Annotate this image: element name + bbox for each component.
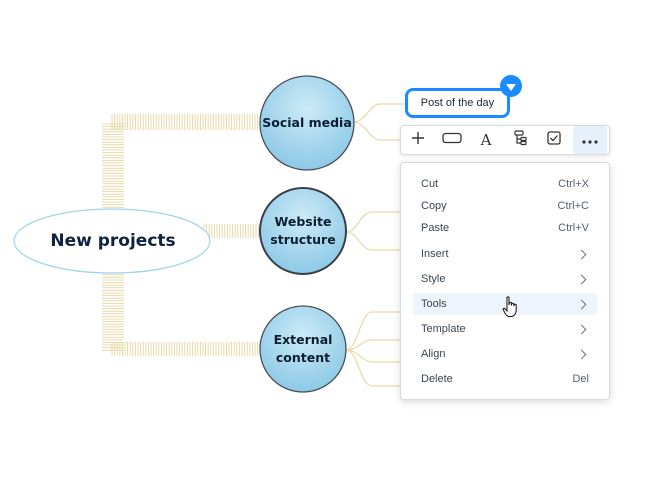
branch-node-external-content[interactable] xyxy=(259,305,347,393)
rectangle-shape-icon xyxy=(442,131,462,149)
menu-item-align[interactable]: Align xyxy=(413,343,597,365)
sub-connectors xyxy=(345,103,405,387)
node-toolbar: A xyxy=(400,125,610,155)
plus-icon xyxy=(411,131,425,150)
hand-cursor-icon xyxy=(502,296,518,323)
structure-button[interactable] xyxy=(503,126,537,154)
menu-item-label: Delete xyxy=(421,373,453,385)
text-format-button[interactable]: A xyxy=(469,126,503,154)
shape-button[interactable] xyxy=(435,126,469,154)
chevron-right-icon xyxy=(576,324,587,334)
root-node[interactable] xyxy=(13,208,211,274)
menu-item-template[interactable]: Template xyxy=(413,318,597,340)
branch-node-website-structure[interactable] xyxy=(259,187,347,275)
menu-item-shortcut: Ctrl+C xyxy=(557,200,589,212)
menu-item-label: Paste xyxy=(421,222,450,234)
menu-item-shortcut: Del xyxy=(572,373,589,385)
more-icon xyxy=(582,131,598,149)
menu-item-label: Tools xyxy=(421,298,447,310)
add-topic-button[interactable] xyxy=(401,126,435,154)
menu-item-shortcut: Ctrl+X xyxy=(558,178,589,190)
menu-item-copy[interactable]: Copy Ctrl+C xyxy=(413,195,597,217)
menu-item-cut[interactable]: Cut Ctrl+X xyxy=(413,173,597,195)
menu-item-paste[interactable]: Paste Ctrl+V xyxy=(413,217,597,239)
menu-item-tools[interactable]: Tools xyxy=(413,293,597,315)
structure-icon xyxy=(512,129,528,151)
text-format-icon: A xyxy=(480,131,492,149)
chevron-right-icon xyxy=(576,349,587,359)
menu-item-insert[interactable]: Insert xyxy=(413,243,597,265)
menu-item-label: Copy xyxy=(421,200,447,212)
menu-item-label: Align xyxy=(421,348,446,360)
chevron-right-icon xyxy=(576,274,587,284)
chevron-right-icon xyxy=(576,299,587,309)
menu-item-label: Template xyxy=(421,323,466,335)
menu-item-style[interactable]: Style xyxy=(413,268,597,290)
connector-hatching xyxy=(102,114,262,356)
task-button[interactable] xyxy=(537,126,571,154)
collapse-toggle-icon[interactable] xyxy=(500,75,522,97)
menu-item-label: Style xyxy=(421,273,446,285)
subtopic-label: Post of the day xyxy=(420,97,495,109)
chevron-right-icon xyxy=(576,249,587,259)
menu-item-label: Cut xyxy=(421,178,439,190)
more-button[interactable] xyxy=(573,126,607,154)
context-menu: Cut Ctrl+X Copy Ctrl+C Paste Ctrl+V Inse… xyxy=(400,162,610,400)
menu-item-delete[interactable]: Delete Del xyxy=(413,368,597,390)
branch-node-social-media[interactable] xyxy=(259,75,355,171)
selected-subtopic-node[interactable]: Post of the day xyxy=(405,88,510,118)
menu-item-shortcut: Ctrl+V xyxy=(558,222,589,234)
checkbox-icon xyxy=(547,130,561,150)
menu-item-label: Insert xyxy=(421,248,449,260)
